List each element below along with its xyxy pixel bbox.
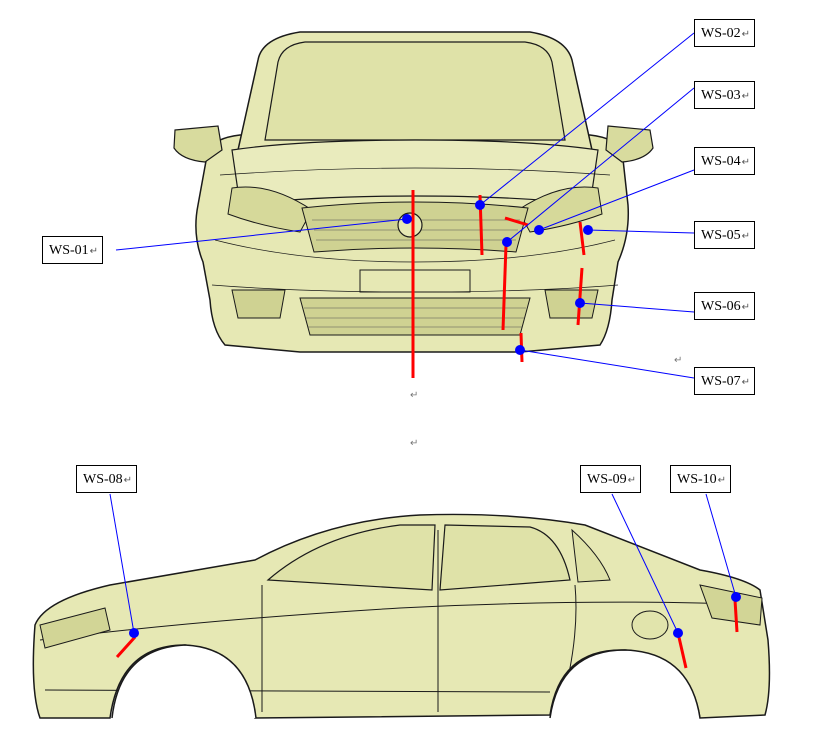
label-ws-09: WS-09↵ bbox=[580, 465, 642, 493]
label-ws-01: WS-01↵ bbox=[42, 236, 104, 264]
paragraph-mark: ↵ bbox=[410, 438, 419, 449]
leader-line-ws-07 bbox=[519, 349, 695, 379]
label-ws-02: WS-02↵ bbox=[694, 19, 756, 47]
label-ws-04-text: WS-04 bbox=[701, 154, 741, 169]
car-front-view-icon bbox=[173, 31, 654, 353]
side-section-lines bbox=[115, 599, 739, 669]
paragraph-mark: ↵ bbox=[741, 29, 751, 40]
leader-line-ws-04 bbox=[538, 169, 695, 231]
label-ws-08: WS-08↵ bbox=[76, 465, 138, 493]
paragraph-mark: ↵ bbox=[627, 475, 637, 486]
marker-dot-ws-07 bbox=[515, 345, 525, 355]
marker-dot-ws-06 bbox=[575, 298, 585, 308]
label-ws-05-text: WS-05 bbox=[701, 228, 741, 243]
paragraph-mark: ↵ bbox=[741, 91, 751, 102]
leader-line-ws-06 bbox=[579, 302, 695, 313]
marker-dot-ws-04 bbox=[534, 225, 544, 235]
paragraph-mark: ↵ bbox=[717, 475, 727, 486]
label-ws-07: WS-07↵ bbox=[694, 367, 756, 395]
label-ws-04: WS-04↵ bbox=[694, 147, 756, 175]
marker-dots bbox=[129, 200, 741, 638]
paragraph-mark: ↵ bbox=[89, 246, 99, 257]
label-ws-09-text: WS-09 bbox=[587, 472, 627, 487]
leader-line-ws-10 bbox=[705, 493, 737, 598]
label-ws-03-text: WS-03 bbox=[701, 88, 741, 103]
label-ws-05: WS-05↵ bbox=[694, 221, 756, 249]
label-ws-02-text: WS-02 bbox=[701, 26, 741, 41]
car-side-view-icon bbox=[32, 513, 771, 719]
paragraph-mark: ↵ bbox=[410, 390, 419, 401]
paragraph-mark: ↵ bbox=[123, 475, 133, 486]
marker-dot-ws-09 bbox=[673, 628, 683, 638]
marker-dot-ws-01 bbox=[402, 214, 412, 224]
marker-dot-ws-02 bbox=[475, 200, 485, 210]
leader-line-ws-08 bbox=[109, 493, 135, 634]
label-ws-03: WS-03↵ bbox=[694, 81, 756, 109]
paragraph-mark: ↵ bbox=[674, 355, 683, 366]
leader-lines bbox=[109, 32, 737, 634]
marker-dot-ws-05 bbox=[583, 225, 593, 235]
label-ws-10: WS-10↵ bbox=[670, 465, 732, 493]
leader-line-ws-02 bbox=[479, 32, 695, 206]
marker-dot-ws-10 bbox=[731, 592, 741, 602]
label-ws-07-text: WS-07 bbox=[701, 374, 741, 389]
label-ws-06-text: WS-06 bbox=[701, 299, 741, 314]
leader-line-ws-09 bbox=[611, 493, 679, 634]
paragraph-mark: ↵ bbox=[741, 302, 751, 313]
label-ws-06: WS-06↵ bbox=[694, 292, 756, 320]
label-ws-10-text: WS-10 bbox=[677, 472, 717, 487]
leader-line-ws-03 bbox=[506, 87, 695, 243]
marker-dot-ws-08 bbox=[129, 628, 139, 638]
paragraph-mark: ↵ bbox=[741, 377, 751, 388]
paragraph-mark: ↵ bbox=[741, 157, 751, 168]
marker-dot-ws-03 bbox=[502, 237, 512, 247]
leader-line-ws-01 bbox=[115, 218, 408, 251]
leader-line-ws-05 bbox=[587, 229, 695, 234]
paragraph-mark: ↵ bbox=[741, 231, 751, 242]
label-ws-01-text: WS-01 bbox=[49, 243, 89, 258]
label-ws-08-text: WS-08 bbox=[83, 472, 123, 487]
